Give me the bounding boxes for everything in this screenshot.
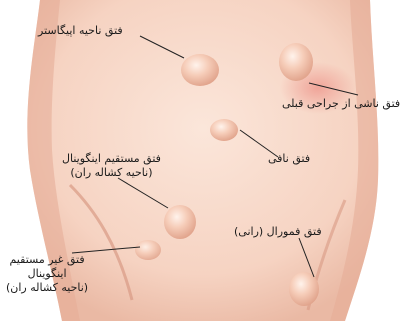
femoral-bulge [289, 272, 319, 306]
direct-inguinal-bulge [164, 205, 196, 239]
direct-inguinal-label-line1: فتق مستقیم اینگوینال [62, 152, 161, 166]
direct-inguinal-label: فتق مستقیم اینگوینال (ناحیه کشاله ران) [62, 152, 161, 180]
direct-inguinal-label-line2: (ناحیه کشاله ران) [62, 166, 161, 180]
indirect-inguinal-label-line3: (ناحیه کشاله ران) [6, 281, 88, 295]
indirect-inguinal-label: فتق غیر مستقیم اینگوینال (ناحیه کشاله را… [6, 253, 88, 295]
epigastric-bulge [181, 54, 219, 86]
indirect-inguinal-label-line1: فتق غیر مستقیم [6, 253, 88, 267]
indirect-inguinal-label-line2: اینگوینال [6, 267, 88, 281]
epigastric-label: فتق ناحیه اپیگاستر [38, 24, 123, 38]
incisional-bulge [279, 43, 313, 81]
umbilical-label: فتق نافی [268, 152, 310, 166]
umbilical-bulge [210, 119, 238, 141]
indirect-inguinal-bulge [135, 240, 161, 260]
femoral-label: فتق فمورال (رانی) [234, 225, 322, 239]
incisional-label: فتق ناشی از جراحی قبلی [282, 97, 400, 111]
